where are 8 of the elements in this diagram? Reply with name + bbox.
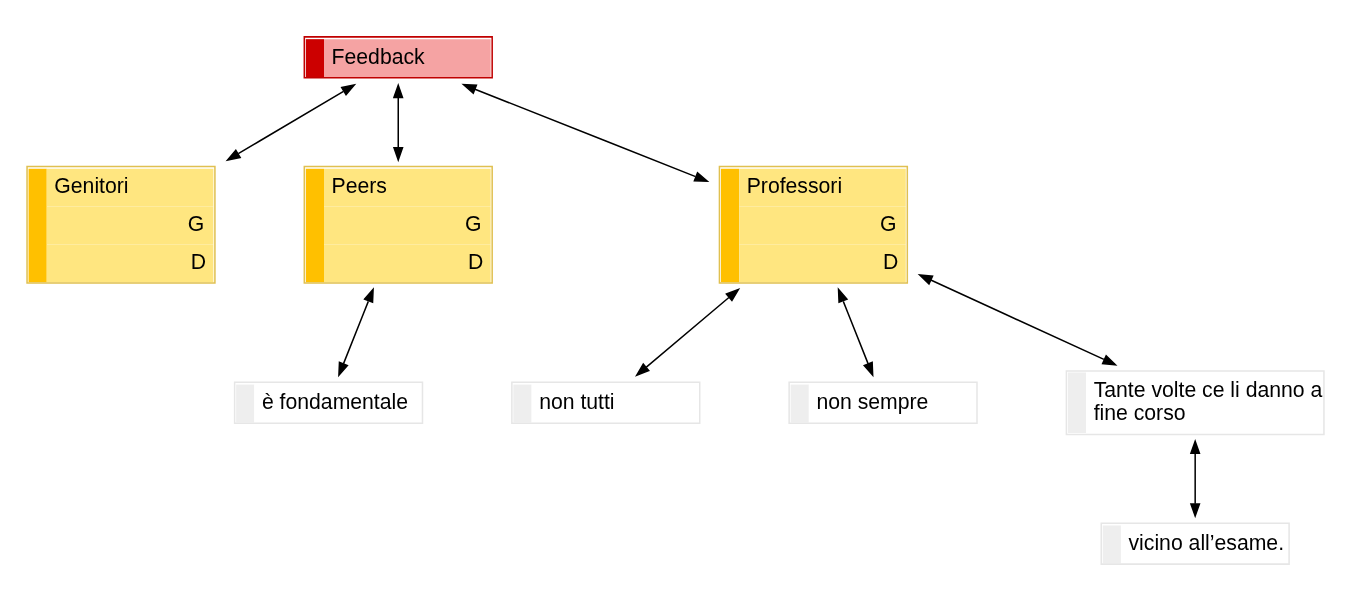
arrow: [635, 287, 741, 377]
arrow: [1189, 438, 1201, 518]
arrow: [392, 82, 404, 162]
arrow: [837, 286, 874, 377]
arrow: [225, 83, 357, 161]
arrow: [338, 286, 374, 377]
arrow: [917, 273, 1118, 366]
arrow: [461, 83, 710, 182]
